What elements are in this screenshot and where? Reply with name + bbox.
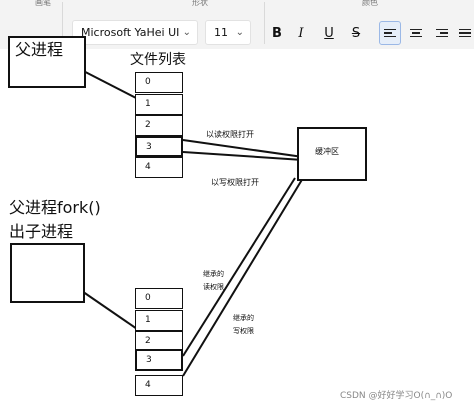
align-right-button[interactable] xyxy=(431,21,453,45)
underline-button[interactable]: U xyxy=(324,25,334,41)
child-fd-3: 3 xyxy=(135,349,183,371)
file-list-title: 文件列表 xyxy=(130,52,186,68)
chevron-down-icon: ⌄ xyxy=(182,27,191,38)
child-fd-0: 0 xyxy=(135,288,183,309)
justify-icon xyxy=(459,27,471,40)
parent-fd-0: 0 xyxy=(135,72,183,93)
align-center-icon xyxy=(410,27,422,40)
align-right-icon xyxy=(436,27,448,40)
write-open-line xyxy=(182,151,304,161)
inherit-read-label: 继承的 读权限 xyxy=(203,268,224,294)
section-shape-label: 形状 xyxy=(192,0,208,7)
buffer-label: 缓冲区 xyxy=(315,147,339,156)
section-color-label: 颜色 xyxy=(362,0,378,7)
inherit-write-label: 继承的 写权限 xyxy=(233,312,254,338)
inherited-write-line xyxy=(182,177,304,377)
child-fd-4: 4 xyxy=(135,375,183,396)
child-fd-1: 1 xyxy=(135,310,183,331)
strikethrough-button[interactable]: S xyxy=(351,25,361,41)
font-size-value: 11 xyxy=(214,26,228,39)
fork-label-line2: 出子进程 xyxy=(9,222,74,241)
buffer-box xyxy=(297,127,367,181)
bold-button[interactable]: B xyxy=(272,25,282,41)
parent-fd-4: 4 xyxy=(135,157,183,178)
toolbar-divider xyxy=(62,2,63,44)
align-center-button[interactable] xyxy=(405,21,427,45)
watermark: CSDN @好好学习O(∩_∩)O xyxy=(340,391,453,401)
parent-fd-1: 1 xyxy=(135,94,183,115)
read-open-label: 以读权限打开 xyxy=(206,130,254,139)
section-brush-label: 画笔 xyxy=(35,0,51,7)
write-open-label: 以写权限打开 xyxy=(211,178,259,187)
parent-fd-3: 3 xyxy=(135,136,183,157)
italic-button[interactable]: I xyxy=(298,25,304,41)
chevron-down-icon: ⌄ xyxy=(235,27,244,38)
align-left-icon xyxy=(384,27,396,40)
font-family-value: Microsoft YaHei UI xyxy=(81,26,180,39)
justify-button[interactable] xyxy=(456,21,474,45)
toolbar-divider xyxy=(264,2,265,44)
parent-fd-2: 2 xyxy=(135,115,183,136)
font-family-select[interactable]: Microsoft YaHei UI ⌄ xyxy=(72,20,198,45)
inherited-read-line xyxy=(182,177,296,357)
font-size-select[interactable]: 11 ⌄ xyxy=(205,20,251,45)
parent-process-box xyxy=(8,36,86,88)
parent-process-label: 父进程 xyxy=(15,40,64,59)
inherit-write-line2: 写权限 xyxy=(233,327,254,335)
inherit-read-line1: 继承的 xyxy=(203,270,224,278)
child-process-box xyxy=(10,243,85,303)
read-open-line xyxy=(182,139,304,158)
inherit-write-line1: 继承的 xyxy=(233,314,254,322)
fork-label-line1: 父进程fork() xyxy=(9,198,101,217)
inherit-read-line2: 读权限 xyxy=(203,283,224,291)
align-left-button[interactable] xyxy=(379,21,401,45)
